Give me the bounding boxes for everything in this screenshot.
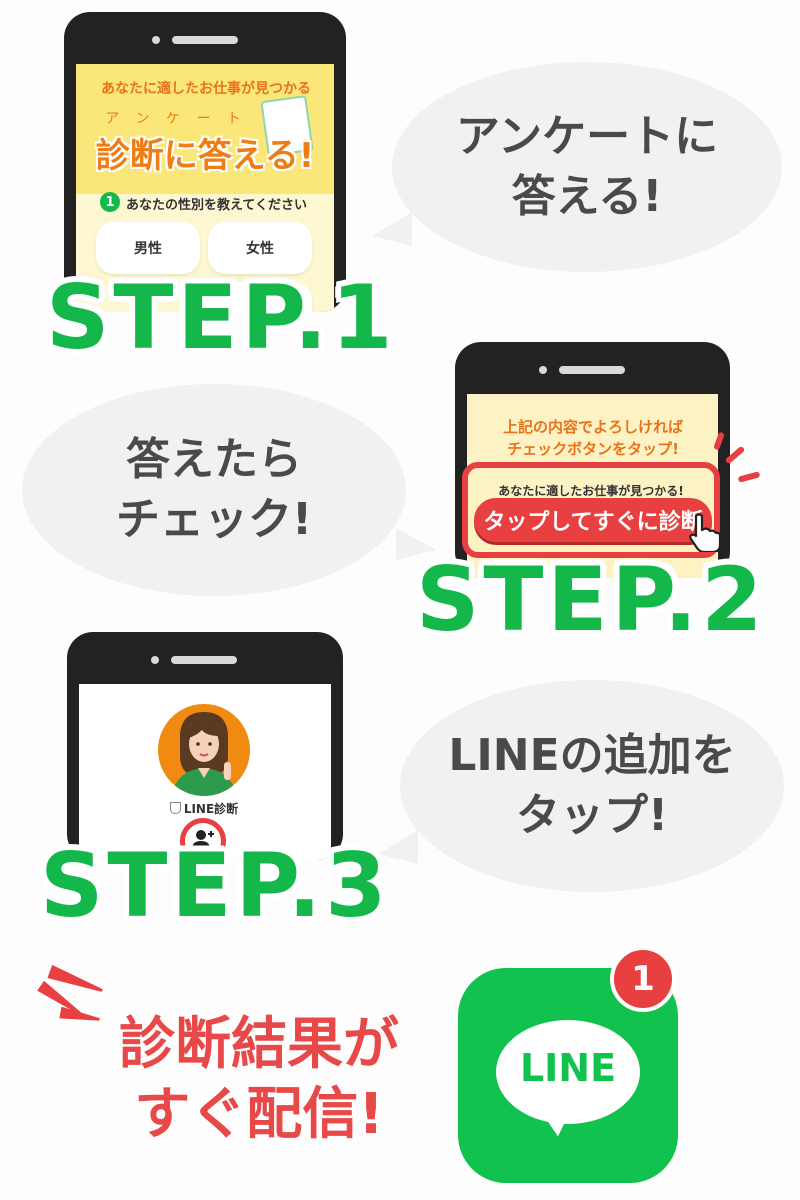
badge-count: 1 [631, 959, 655, 999]
step1-screen: あなたに適したお仕事が見つかる ア ン ケ ー ト 診断に答える! 1 あなたの… [76, 64, 334, 312]
step1-phone: あなたに適したお仕事が見つかる ア ン ケ ー ト 診断に答える! 1 あなたの… [64, 12, 346, 312]
phone-camera [539, 366, 547, 374]
step1-label: STEP.1 [46, 266, 397, 369]
cta-label: タップしてすぐに診断 [483, 510, 703, 535]
confirm-instruction: 上記の内容でよろしければ チェックボタンをタップ! [502, 418, 683, 458]
step2-bubble-text: 答えたら チェック! [115, 434, 313, 545]
notification-badge: 1 [610, 946, 676, 1012]
step3-label: STEP.3 [40, 834, 391, 937]
line-speech-bubble-icon [496, 1020, 640, 1124]
sparkle-line-icon [737, 471, 761, 483]
step1-speech-bubble [392, 62, 782, 272]
option-partial-text: い [253, 301, 267, 312]
add-friend-button[interactable] [180, 818, 226, 864]
line-app-name: LINE [519, 1046, 617, 1090]
add-friend-icon [192, 830, 214, 849]
line-account-label: LINE診断 [183, 802, 239, 816]
step2-label: STEP.2 [416, 548, 767, 651]
question-number: 1 [105, 194, 115, 210]
question-text: あなたの性別を教えてください [126, 198, 307, 213]
cta-caption: あなたに適したお仕事が見つかる! [498, 484, 684, 498]
question-number-badge: 1 [100, 192, 120, 212]
step2-speech-bubble [22, 384, 406, 596]
phone-speaker [171, 656, 237, 664]
phone-camera [151, 656, 159, 664]
phone-camera [152, 36, 160, 44]
tap-hand-icon [689, 513, 720, 552]
line-account-name: LINE診断 [150, 800, 258, 817]
step3-speech-bubble [400, 680, 784, 892]
survey-tagline: あなたに適したお仕事が見つかる [101, 81, 311, 97]
option-female-button[interactable]: 女性 [208, 222, 312, 274]
survey-title: 診断に答える! [95, 136, 315, 176]
woman-avatar-icon [172, 712, 236, 796]
step1-bubble-tail [372, 212, 412, 246]
option-male-button[interactable]: 男性 [96, 222, 200, 274]
line-bubble-tail [544, 1111, 574, 1139]
result-headline: 診断結果が すぐ配信! [119, 1012, 399, 1147]
step2-bubble-tail [396, 528, 436, 560]
survey-subtitle: ア ン ケ ー ト [105, 111, 247, 127]
phone-speaker [559, 366, 625, 374]
step3-bubble-tail [378, 830, 418, 864]
diagnose-now-button[interactable]: タップしてすぐに診断 [474, 498, 712, 542]
step1-bubble-text: アンケートに 答える! [455, 111, 719, 222]
option-partial-button[interactable]: い [208, 282, 312, 312]
shield-icon [169, 802, 181, 814]
step3-bubble-text: LINEの追加を タップ! [448, 730, 736, 841]
avatar [158, 704, 250, 796]
phone-speaker [172, 36, 238, 44]
